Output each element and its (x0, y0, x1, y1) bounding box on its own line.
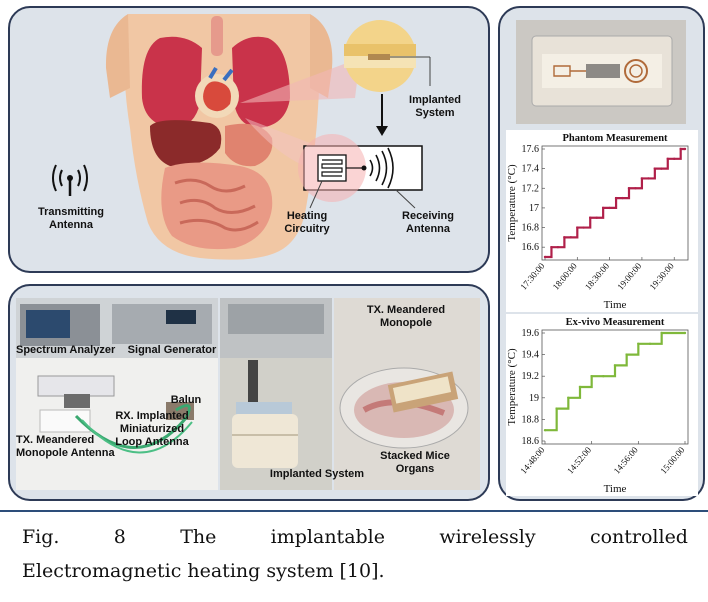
y-axis-label: Temperature (°C) (506, 348, 518, 426)
data-point (648, 342, 652, 345)
data-point (653, 167, 657, 170)
data-point (555, 407, 558, 410)
x-axis-label: Time (604, 483, 627, 495)
data-point (602, 375, 605, 378)
y-tick-label: 19.4 (522, 350, 540, 361)
phantom-setup-illustration (220, 298, 332, 490)
y-tick-label: 16.8 (522, 223, 540, 234)
data-point (627, 187, 631, 190)
data-point (640, 177, 644, 180)
setup-panel: Spectrum Analyzer Signal Generator Balun… (8, 284, 490, 501)
receiving-antenna-label: Receiving Antenna (402, 210, 454, 235)
x-axis-label: Time (604, 299, 627, 311)
data-point (683, 147, 687, 151)
y-tick-label: 19.2 (522, 371, 540, 382)
data-point (556, 245, 560, 249)
stacked-organs-label: Stacked Mice Organs (380, 450, 450, 475)
data-point (666, 157, 669, 161)
data-point (634, 187, 637, 190)
y-tick-label: 19.6 (522, 328, 540, 339)
data-point (595, 216, 598, 219)
caption-word: The (180, 526, 217, 548)
chart-title: Ex-vivo Measurement (566, 317, 665, 328)
device-photo (516, 20, 686, 124)
y-axis-label: Temperature (°C) (506, 164, 518, 242)
data-point (673, 157, 676, 161)
caption-word: implantable (270, 526, 385, 548)
data-point (578, 385, 582, 389)
balun-label: Balun (170, 394, 202, 406)
caption-line-2: Electromagnetic heating system [10]. (22, 560, 385, 582)
y-tick-label: 17.6 (522, 144, 540, 155)
implanted-system-label: Implanted System (409, 94, 461, 119)
figure-caption: Fig. 8 The implantable wirelessly contro… (0, 510, 708, 602)
transmitting-antenna-label: Transmitting Antenna (37, 206, 104, 231)
caption-word: controlled (589, 526, 688, 548)
data-point (660, 167, 663, 170)
y-tick-label: 16.6 (522, 242, 540, 253)
data-point (569, 236, 573, 239)
spectrum-analyzer-label: Spectrum Analyzer (16, 344, 116, 356)
chart-background (506, 314, 698, 496)
series-line (545, 331, 685, 432)
y-tick-label: 17 (529, 203, 539, 214)
caption-word: 8 (113, 526, 126, 548)
data-point (608, 206, 611, 210)
data-point (637, 342, 640, 345)
tx-antenna-label: TX. Meandered Monopole Antenna (16, 434, 115, 459)
rx-antenna-label: RX. Implanted Miniaturized Loop Antenna (115, 410, 189, 448)
data-point (589, 216, 592, 219)
y-tick-label: 19 (529, 393, 539, 404)
y-tick-label: 18.8 (522, 414, 540, 425)
phantom-chart: Phantom Measurement 16.6 16.8 17 17.2 17.4 17.… (506, 130, 698, 312)
data-point (621, 196, 624, 200)
data-point (567, 396, 570, 399)
data-point (683, 331, 687, 335)
data-point (601, 206, 605, 210)
data-point (576, 226, 579, 229)
bench-setup-illustration (16, 298, 218, 490)
chart-background (506, 130, 698, 312)
measurement-panel: Phantom Measurement 16.6 16.8 17 17.2 17.4 17.… (498, 6, 705, 501)
data-point (582, 226, 585, 229)
data-point (625, 353, 628, 356)
data-point (613, 364, 617, 367)
y-tick-label: 17.2 (522, 183, 540, 194)
bench-setup-photo (16, 298, 218, 490)
data-point (550, 245, 553, 249)
device-illustration (516, 20, 686, 124)
anatomy-illustration (52, 14, 431, 260)
caption-word: Fig. (22, 526, 60, 548)
y-tick-label: 17.4 (522, 164, 540, 175)
exvivo-chart: Ex-vivo Measurement 18.6 18.8 19 19.2 19.4 19.… (506, 314, 698, 496)
data-point (590, 375, 593, 378)
phantom-setup-photo (220, 298, 332, 490)
data-point (647, 177, 650, 180)
plot-frame (541, 329, 689, 445)
ex-vivo-illustration (339, 367, 469, 449)
data-point (543, 255, 547, 259)
heating-circuitry-label: Heating Circuitry (284, 210, 330, 235)
y-tick-label: 18.6 (522, 436, 540, 447)
signal-generator-label: Signal Generator (127, 344, 217, 356)
data-point (614, 196, 618, 200)
chart-title: Phantom Measurement (562, 133, 668, 144)
anatomy-panel: Implanted System Heating Circuitry Recei… (8, 6, 490, 273)
ex-vivo-photo (334, 298, 480, 490)
data-point (543, 429, 547, 432)
data-point (660, 331, 663, 335)
data-point (679, 147, 682, 151)
caption-word: wirelessly (439, 526, 536, 548)
tx-monopole-label: TX. Meandered Monopole (366, 304, 446, 329)
setup-implanted-system-label: Implanted System (269, 468, 365, 480)
data-point (563, 236, 566, 239)
plot-frame (541, 145, 689, 261)
caption-line-1: Fig. 8 The implantable wirelessly contro… (22, 526, 688, 548)
series-line (545, 147, 685, 259)
